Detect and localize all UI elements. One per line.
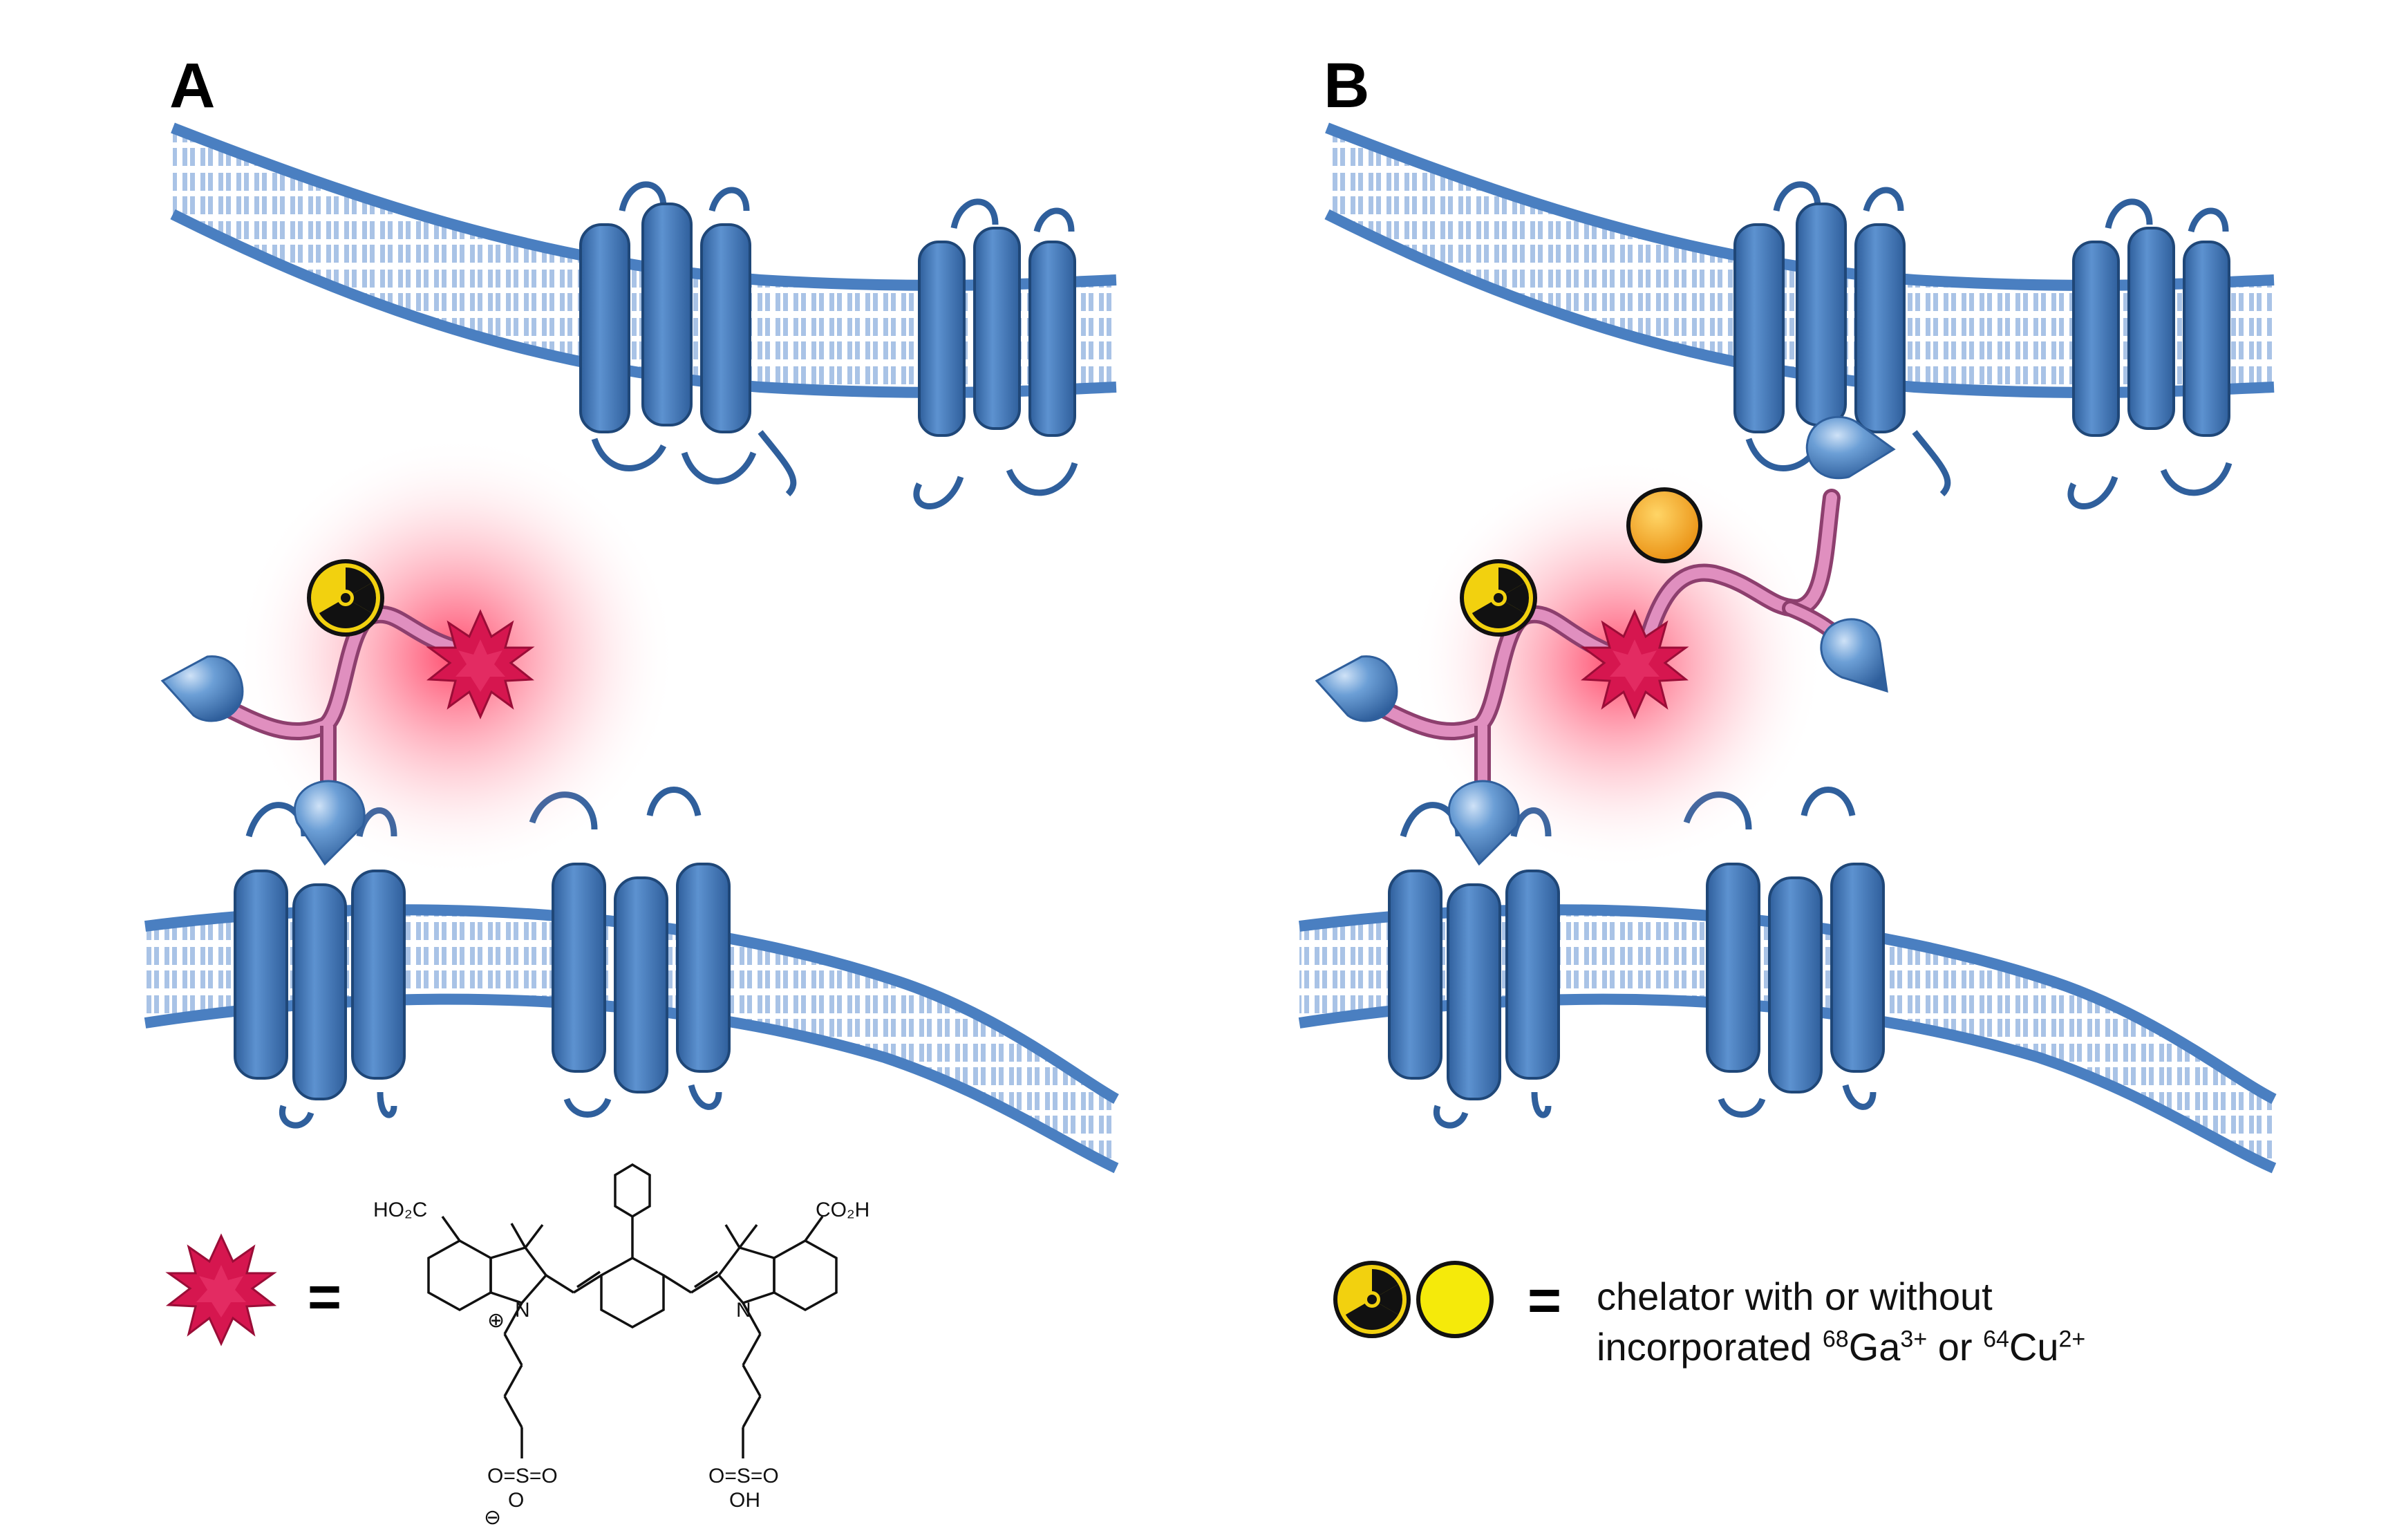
- receptor-upper-2: [913, 198, 1078, 509]
- linker-upper: [1639, 492, 1837, 655]
- cu-symbol: Cu: [2009, 1324, 2059, 1369]
- panel-label-a: A: [169, 50, 215, 121]
- dye-label-acid-right: CO₂H: [816, 1199, 870, 1221]
- legend-b-prefix: incorporated: [1597, 1324, 1823, 1369]
- receptor-lower-1: [1388, 802, 1560, 1129]
- fluorescent-dye-icon: [426, 609, 535, 720]
- receptor-lower-2: [1683, 787, 1885, 1118]
- dye-label-sulfonate-right-oh: OH: [729, 1489, 760, 1512]
- receptor-lower-1: [234, 802, 406, 1129]
- ga-symbol: Ga: [1848, 1324, 1901, 1369]
- radioactive-icon: [1460, 559, 1537, 637]
- dye-label-sulfonate-left: O=S=O: [487, 1465, 558, 1487]
- panel-b: B: [1298, 50, 2277, 1174]
- legend-b-description: chelator with or without incorporated 68…: [1597, 1272, 2085, 1373]
- dye-structure: [427, 1163, 838, 1458]
- dye-label-charge-minus: ⊖: [484, 1506, 501, 1529]
- targeting-ligand-icon: [160, 655, 244, 722]
- targeting-ligand-icon: [1315, 655, 1398, 722]
- dye-label-sulfonate-left-o: O: [508, 1489, 524, 1512]
- receptor-upper-2: [2067, 198, 2232, 509]
- dye-label-acid-left: HO₂C: [373, 1199, 427, 1221]
- receptor-upper-1: [1733, 181, 1951, 497]
- receptor-upper-1: [579, 181, 797, 497]
- legend-a-equals: =: [308, 1264, 341, 1329]
- targeting-ligand-icon: [1820, 618, 1888, 693]
- linker: [1370, 608, 1637, 737]
- legend-a: =: [165, 1163, 870, 1529]
- fluorescent-dye-icon: [1580, 609, 1689, 720]
- fluorescent-dye-icon: [165, 1233, 277, 1346]
- legend-b: =: [1333, 1261, 1561, 1338]
- dye-label-n-left: N: [515, 1299, 530, 1322]
- cu-charge: 2+: [2058, 1326, 2086, 1353]
- targeting-ligand-icon: [1805, 415, 1896, 480]
- ga-charge: 3+: [1900, 1326, 1928, 1353]
- legend-b-joiner: or: [1927, 1324, 1984, 1369]
- legend-b-line2: incorporated 68Ga3+ or 64Cu2+: [1597, 1322, 2085, 1373]
- radioactive-icon: [307, 559, 384, 637]
- legend-b-equals: =: [1528, 1268, 1561, 1333]
- targeting-ligand-icon: [1447, 780, 1520, 866]
- chelator-circle-icon: [1626, 487, 1702, 563]
- legend-b-line1: chelator with or without: [1597, 1275, 1993, 1318]
- cu-mass: 64: [1983, 1326, 2009, 1353]
- radioactive-icon: [1333, 1261, 1411, 1338]
- dye-label-charge-plus: ⊕: [487, 1309, 505, 1332]
- ga-mass: 68: [1822, 1326, 1849, 1353]
- chelator-circle-icon: [1416, 1261, 1494, 1338]
- dye-label-sulfonate-right: O=S=O: [708, 1465, 779, 1487]
- targeting-ligand-icon: [293, 780, 366, 866]
- receptor-lower-2: [529, 787, 731, 1118]
- panel-a: A: [144, 50, 1119, 1174]
- dye-label-n-right: N: [736, 1299, 751, 1322]
- panel-label-b: B: [1324, 50, 1369, 121]
